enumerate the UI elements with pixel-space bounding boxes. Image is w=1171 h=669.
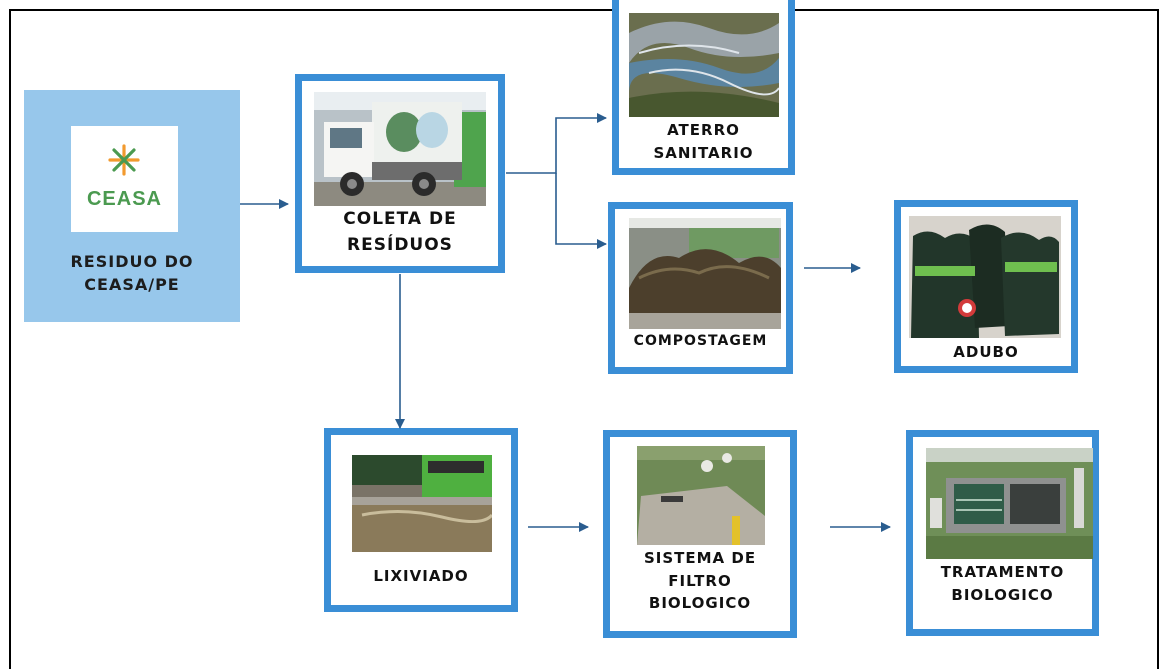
node-label: ADUBO: [953, 343, 1019, 361]
landfill-photo: [629, 13, 779, 117]
node-label: COLETA DE RESÍDUOS: [343, 209, 457, 255]
node-label: LIXIVIADO: [373, 567, 469, 585]
garbage-truck-photo: [314, 92, 486, 206]
node-tratamento-biologico: TRATAMENTO BIOLOGICO: [906, 430, 1099, 636]
arrow-coleta-to-compostagem: [555, 173, 607, 249]
node-adubo: ADUBO: [894, 200, 1078, 373]
node-label: TRATAMENTO BIOLOGICO: [940, 563, 1065, 604]
node-lixiviado: LIXIVIADO: [324, 428, 518, 612]
fertilizer-bags-photo: [909, 216, 1061, 338]
node-label: ATERRO SANITARIO: [653, 121, 754, 162]
leachate-photo: [352, 455, 492, 552]
diagram-frame: [9, 9, 1159, 669]
node-sistema-filtro-biologico: SISTEMA DE FILTRO BIOLOGICO: [603, 430, 797, 638]
node-aterro-sanitario: ATERRO SANITARIO: [612, 0, 795, 175]
source-label: RESIDUO DO CEASA/PE: [70, 252, 194, 295]
ceasa-logo-text: CEASA: [86, 188, 162, 210]
ceasa-logo: CEASA: [71, 126, 178, 232]
treatment-plant-photo: [926, 448, 1093, 559]
biological-filter-photo: [637, 446, 765, 545]
node-compostagem: COMPOSTAGEM: [608, 202, 793, 374]
source-box-residuo-ceasa: CEASA RESIDUO DO CEASA/PE: [24, 90, 240, 322]
node-label: SISTEMA DE FILTRO BIOLOGICO: [643, 549, 757, 612]
node-label: COMPOSTAGEM: [633, 333, 768, 349]
arrow-coleta-to-aterro: [506, 113, 607, 174]
node-coleta-residuos: COLETA DE RESÍDUOS: [295, 74, 505, 273]
ceasa-star-icon: [108, 144, 140, 176]
compost-pile-photo: [629, 218, 781, 329]
